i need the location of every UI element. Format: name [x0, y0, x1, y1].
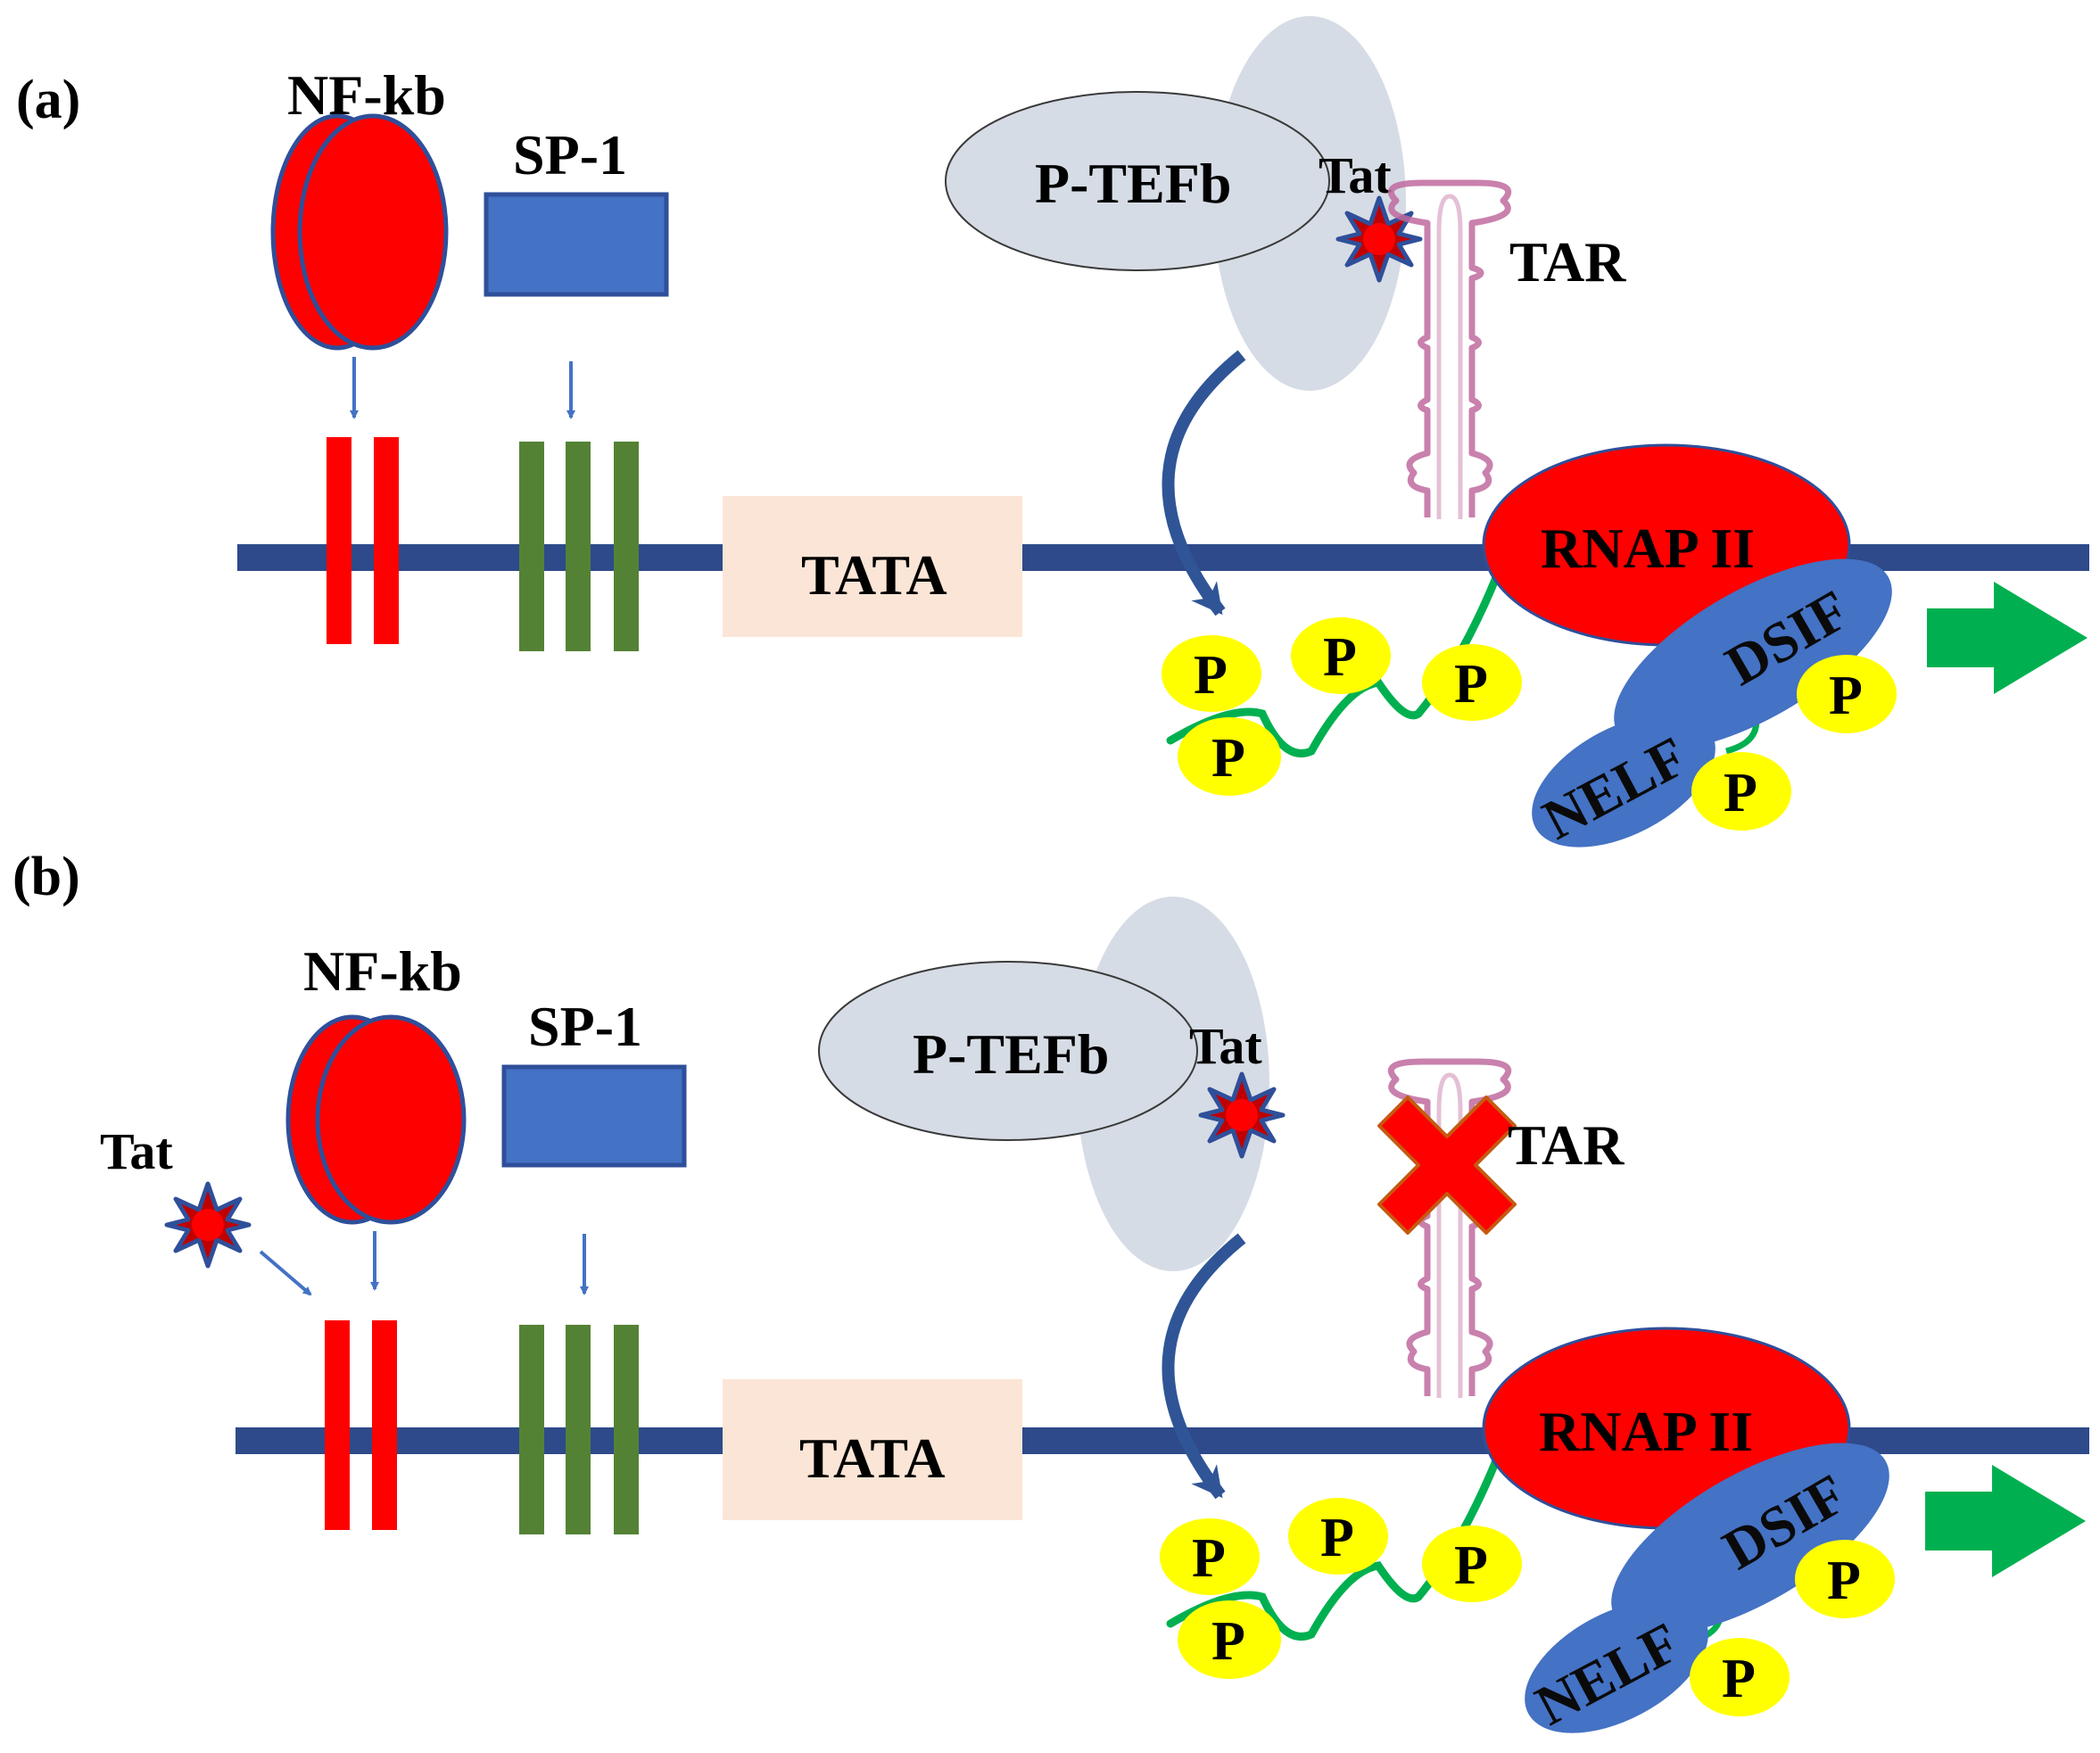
- svg-text:P: P: [1194, 645, 1228, 706]
- nfkb-label: NF-kb: [303, 939, 462, 1003]
- tata-label: TATA: [801, 543, 947, 607]
- phosphate-group: P: [1162, 635, 1261, 712]
- panel-label: (b): [12, 847, 80, 907]
- svg-text:P: P: [1829, 666, 1863, 726]
- nfkb-binding-sites: [327, 437, 399, 644]
- phosphate-group: P: [1178, 1600, 1281, 1679]
- tat-label: Tat: [1319, 146, 1392, 204]
- nfkb-protein: [285, 1014, 467, 1225]
- phosphate-group: P: [1795, 1540, 1895, 1618]
- phosphate-group: P: [1690, 1638, 1790, 1716]
- panel-label: (a): [16, 70, 80, 130]
- tata-box: [723, 496, 1022, 637]
- sp1-binding-sites: [519, 1325, 639, 1534]
- tar-rna: [1391, 183, 1508, 519]
- down-arrow-icon: [259, 1250, 312, 1296]
- dsif-factor: DSIF: [1611, 1443, 1889, 1635]
- sp1-label: SP-1: [528, 995, 642, 1058]
- sp1-protein: [484, 192, 669, 297]
- tata-box: [723, 1379, 1022, 1520]
- curved-arrow-icon: [1162, 1233, 1246, 1500]
- rnap-label: RNAP II: [1541, 517, 1755, 580]
- sp1-binding-sites: [519, 442, 639, 651]
- svg-text:P: P: [1320, 1508, 1354, 1568]
- ptefb-label: P-TEFb: [913, 1022, 1109, 1086]
- ptefb-complex: [945, 91, 1330, 271]
- nfkb-label: NF-kb: [287, 63, 446, 127]
- ptefb-complex: [818, 961, 1198, 1141]
- tar-label: TAR: [1508, 1113, 1625, 1177]
- right-arrow-icon: [1927, 582, 2088, 694]
- tar-label: TAR: [1509, 230, 1626, 294]
- phosphate-group: P: [1422, 644, 1522, 721]
- svg-text:P: P: [1211, 1611, 1245, 1672]
- panel-a: (a) NF-kb SP-1 TATA P-T: [16, 16, 2089, 852]
- dsif-factor: DSIF: [1614, 558, 1892, 751]
- svg-text:P: P: [1827, 1550, 1861, 1611]
- rnap-label: RNAP II: [1539, 1400, 1753, 1463]
- curved-arrow-icon: [1162, 350, 1246, 616]
- nfkb-protein: [270, 113, 449, 351]
- phosphate-group: P: [1288, 1498, 1388, 1575]
- panel-b: (b) NF-kb SP-1 Tat TATA P-TEFb Tat: [12, 847, 2089, 1738]
- svg-text:P: P: [1454, 654, 1488, 715]
- phosphate-group: P: [1291, 617, 1391, 694]
- tat-free-label: Tat: [100, 1122, 173, 1180]
- tat-star-icon: [167, 1184, 249, 1266]
- tat-label: Tat: [1189, 1017, 1262, 1075]
- phosphate-group: P: [1160, 1518, 1260, 1595]
- sp1-protein: [501, 1064, 687, 1168]
- svg-text:P: P: [1192, 1528, 1226, 1589]
- nfkb-binding-sites: [325, 1320, 397, 1530]
- ptefb-label: P-TEFb: [1035, 152, 1231, 215]
- svg-text:P: P: [1454, 1535, 1488, 1596]
- svg-text:P: P: [1211, 728, 1245, 789]
- nelf-factor: NELF: [1525, 1600, 1708, 1738]
- phosphate-group: P: [1797, 655, 1897, 733]
- right-arrow-icon: [1925, 1465, 2086, 1577]
- x-mark-icon: [1377, 1096, 1517, 1235]
- svg-text:P: P: [1722, 1649, 1756, 1709]
- sp1-label: SP-1: [513, 123, 627, 186]
- tata-label: TATA: [799, 1426, 946, 1490]
- phosphate-group: P: [1691, 752, 1791, 831]
- phosphate-group: P: [1178, 717, 1281, 796]
- phosphate-group: P: [1422, 1526, 1522, 1602]
- svg-text:P: P: [1323, 627, 1357, 688]
- svg-text:P: P: [1724, 763, 1757, 823]
